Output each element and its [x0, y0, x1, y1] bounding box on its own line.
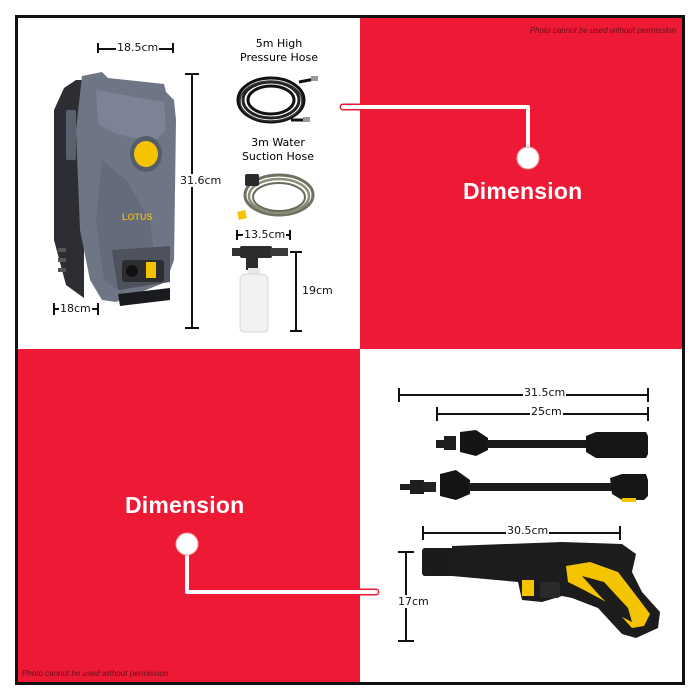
suction-caption-line2: Suction Hose [241, 150, 315, 163]
dim-tick [619, 526, 621, 540]
washer-width-label: 18.5cm [116, 41, 160, 54]
suction-hose-caption: 3m Water Suction Hose [228, 136, 328, 164]
washer-height-label: 31.6cm [179, 174, 223, 187]
dim-tick [647, 388, 649, 402]
dim-line-bottle-height [295, 251, 297, 331]
lance-long-label: 31.5cm [523, 386, 567, 399]
infographic-frame: Photo cannot be used without permission … [15, 15, 685, 685]
quadrant-top-right [360, 18, 682, 349]
pressure-washer-icon: LOTUS [54, 72, 176, 306]
suction-caption-line1: 3m Water [251, 136, 305, 149]
washer-depth-label: 18cm [59, 302, 92, 315]
lance-short-label: 25cm [530, 405, 563, 418]
hose-caption-line1: 5m High [255, 37, 303, 50]
bottle-height-label: 19cm [302, 284, 333, 297]
bottle-width-label: 13.5cm [243, 228, 287, 241]
dim-tick [647, 407, 649, 421]
suction-hose-icon [237, 173, 315, 220]
dim-tick [289, 230, 291, 240]
hose-caption-line2: Pressure Hose [240, 51, 318, 64]
connector-top-icon [339, 103, 540, 170]
long-lance-icon [400, 470, 648, 502]
gun-height-label: 17cm [397, 595, 430, 608]
short-lance-icon [436, 430, 648, 458]
dim-tick [398, 640, 414, 642]
dim-tick [172, 43, 174, 53]
foam-bottle-icon [232, 246, 288, 333]
spray-gun-icon [422, 542, 660, 638]
gun-width-label: 30.5cm [506, 524, 550, 537]
watermark-top: Photo cannot be used without permission [529, 26, 676, 35]
dim-tick [185, 327, 199, 329]
watermark-bottom: Photo cannot be used without permission [22, 669, 169, 678]
connector-bottom-icon [175, 532, 380, 596]
high-pressure-hose-icon [236, 76, 318, 124]
high-pressure-hose-caption: 5m High Pressure Hose [236, 37, 322, 65]
section-title-top: Dimension [463, 178, 583, 204]
section-title-bottom: Dimension [125, 492, 245, 518]
dim-tick [97, 303, 99, 315]
dim-line-washer-height [191, 73, 193, 328]
quadrant-bottom-left [18, 349, 360, 682]
svg-text:LOTUS: LOTUS [122, 212, 153, 222]
dim-tick [290, 330, 302, 332]
